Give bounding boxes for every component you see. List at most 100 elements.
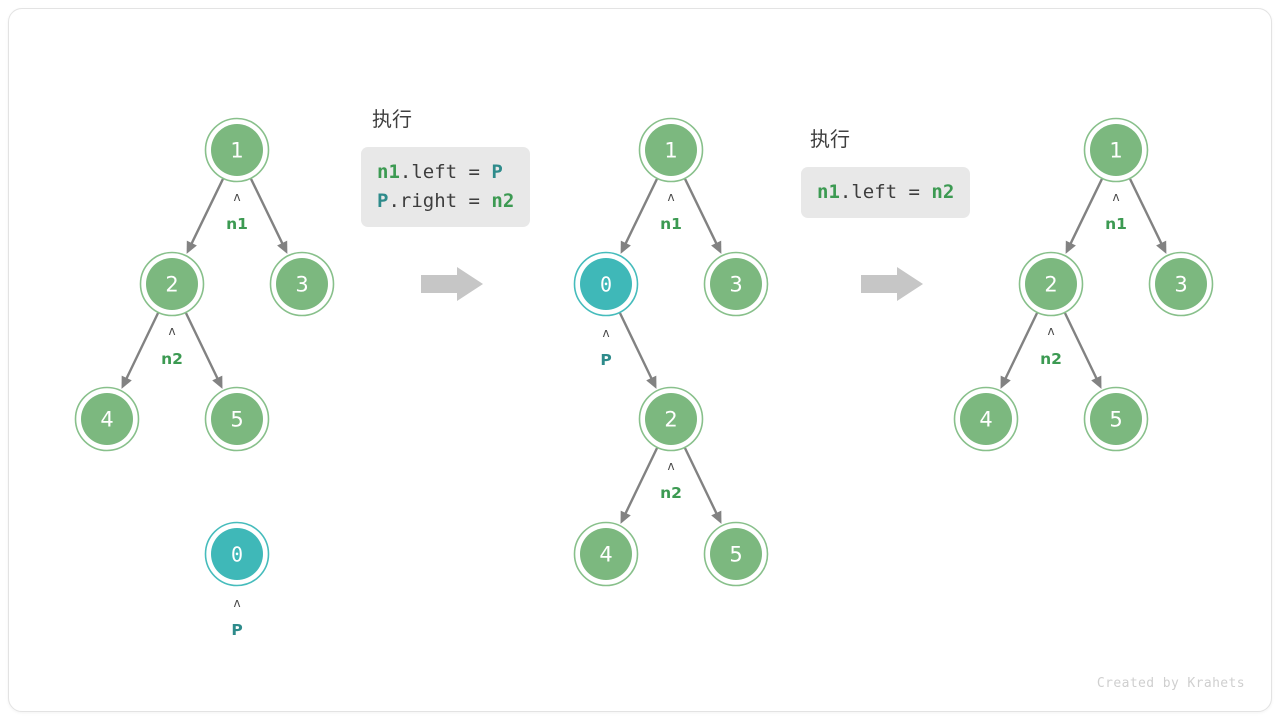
node-disc	[710, 528, 762, 580]
pointer-label-n1: n1	[1105, 215, 1127, 233]
node-disc	[1090, 393, 1142, 445]
code-line-1: n1.left = P	[377, 158, 514, 187]
node-value: 1	[1109, 139, 1122, 163]
tree-node-2[interactable]: 2	[139, 251, 205, 317]
tree-edge	[684, 178, 719, 246]
node-disc	[580, 528, 632, 580]
code-token: n1	[377, 161, 400, 183]
tree-node-4[interactable]: 4	[573, 521, 639, 587]
node-value: 3	[1174, 273, 1187, 297]
pointer-label-n2: n2	[161, 350, 183, 368]
tree-edge	[1064, 312, 1099, 381]
node-disc	[146, 258, 198, 310]
node-value: 3	[295, 273, 308, 297]
tree-edge	[185, 312, 220, 381]
code-block-step3: n1.left = n2	[801, 167, 971, 218]
node-disc	[960, 393, 1012, 445]
pointer-label-P: P	[600, 351, 611, 369]
pointer-caret: ʌ	[667, 190, 674, 204]
pointer-label-n1: n1	[226, 215, 248, 233]
tree-edge	[684, 447, 719, 516]
edge-arrowhead	[1091, 375, 1102, 389]
node-outer-ring	[269, 251, 335, 317]
node-value: 5	[230, 408, 243, 432]
tree-edge	[1129, 178, 1164, 246]
tree-edge	[1003, 312, 1038, 381]
node-value: 4	[979, 408, 992, 432]
tree-edge	[1068, 178, 1103, 246]
tree-node-4[interactable]: 4	[74, 386, 140, 452]
code-token: n2	[491, 189, 515, 212]
tree-node-3[interactable]: 3	[703, 251, 769, 317]
tree-node-0[interactable]: 0	[573, 251, 639, 317]
node-value: 3	[729, 273, 742, 297]
tree-node-3[interactable]: 3	[269, 251, 335, 317]
node-outer-ring	[573, 251, 639, 317]
code-token: n1	[817, 181, 840, 203]
node-outer-ring	[638, 117, 704, 183]
edge-arrowhead	[711, 240, 722, 254]
code-line-2: P.right = n2	[377, 187, 514, 216]
node-value: 2	[1044, 273, 1057, 297]
tree-node-3[interactable]: 3	[1148, 251, 1214, 317]
tree-node-2[interactable]: 2	[638, 386, 704, 452]
pointer-caret: ʌ	[667, 459, 674, 473]
tree-node-2[interactable]: 2	[1018, 251, 1084, 317]
node-disc	[211, 528, 263, 580]
node-disc	[645, 393, 697, 445]
node-disc	[710, 258, 762, 310]
transition-arrow	[861, 267, 923, 301]
pointer-caret: ʌ	[233, 190, 240, 204]
node-value: 5	[729, 543, 742, 567]
node-value: 1	[230, 139, 243, 163]
edge-arrowhead	[121, 375, 132, 389]
tree-node-1[interactable]: 1	[204, 117, 270, 183]
code-token: P	[491, 161, 503, 183]
exec-title-step2: 执行	[372, 107, 412, 131]
node-disc	[211, 393, 263, 445]
watermark: Created by Krahets	[1096, 676, 1245, 691]
transition-arrow	[421, 267, 483, 301]
pointer-caret: ʌ	[602, 326, 609, 340]
node-disc	[211, 124, 263, 176]
node-value: 1	[664, 139, 677, 163]
pointer-label-n2: n2	[1040, 350, 1062, 368]
edge-arrowhead	[620, 240, 631, 254]
tree-node-0[interactable]: 0	[204, 521, 270, 587]
pointer-caret: ʌ	[1047, 324, 1054, 338]
pointer-label-n1: n1	[660, 215, 682, 233]
edge-arrowhead	[711, 510, 722, 524]
node-outer-ring	[139, 251, 205, 317]
node-disc	[1025, 258, 1077, 310]
node-outer-ring	[74, 386, 140, 452]
tree-node-1[interactable]: 1	[638, 117, 704, 183]
tree-node-1[interactable]: 1	[1083, 117, 1149, 183]
tree-node-5[interactable]: 5	[1083, 386, 1149, 452]
tree-edge	[250, 178, 285, 246]
node-outer-ring	[1083, 386, 1149, 452]
exec-title-step3: 执行	[810, 127, 850, 151]
node-value: 2	[165, 273, 178, 297]
node-outer-ring	[953, 386, 1019, 452]
pointer-caret: ʌ	[233, 596, 240, 610]
node-outer-ring	[573, 521, 639, 587]
nodes-layer: 1 2 3 4 5 0 1 0 3 2 4 5 1 2 3 4 5	[74, 117, 1214, 587]
pointer-caret: ʌ	[1112, 190, 1119, 204]
tree-edge	[189, 178, 224, 246]
code-token: P	[377, 189, 389, 212]
tree-node-5[interactable]: 5	[204, 386, 270, 452]
node-outer-ring	[1018, 251, 1084, 317]
tree-edge	[623, 447, 658, 516]
code-line-1: n1.left = n2	[817, 178, 954, 207]
node-outer-ring	[204, 521, 270, 587]
edge-arrowhead	[1000, 375, 1011, 389]
node-disc	[276, 258, 328, 310]
tree-node-5[interactable]: 5	[703, 521, 769, 587]
tree-node-4[interactable]: 4	[953, 386, 1019, 452]
node-value: 5	[1109, 408, 1122, 432]
tree-edge	[619, 312, 654, 381]
